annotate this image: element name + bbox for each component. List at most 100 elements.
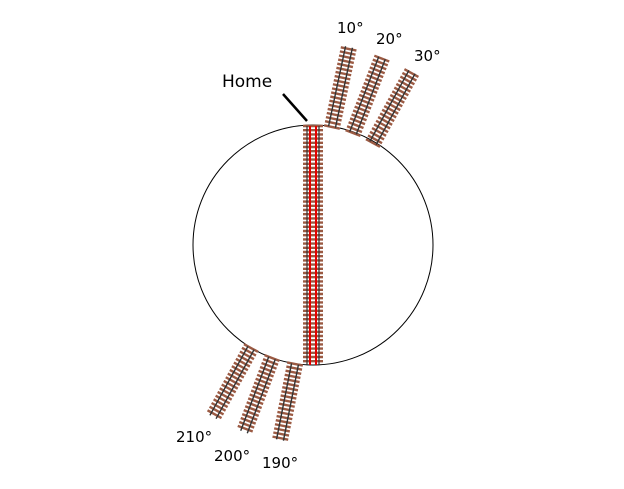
track-tie bbox=[264, 354, 280, 362]
track-tie bbox=[367, 70, 384, 79]
track-tie bbox=[349, 117, 366, 126]
track-tie bbox=[337, 58, 355, 65]
track-tie bbox=[379, 112, 395, 123]
track-tie bbox=[213, 398, 229, 409]
track-rail bbox=[246, 358, 276, 434]
track-tie bbox=[403, 68, 420, 78]
home-label: Home bbox=[222, 72, 273, 92]
angle-label-30: 30° bbox=[414, 47, 441, 65]
track-tie bbox=[363, 81, 380, 90]
track-tie bbox=[383, 104, 399, 115]
angle-label-190: 190° bbox=[262, 454, 299, 472]
track-tie bbox=[348, 121, 364, 130]
bridge-track bbox=[303, 124, 323, 365]
track-tie bbox=[277, 406, 295, 413]
track-rail bbox=[209, 345, 249, 416]
track-tie bbox=[243, 409, 260, 417]
track-tie bbox=[225, 376, 241, 387]
track-tie bbox=[240, 416, 257, 425]
track-tie bbox=[274, 423, 291, 429]
track-190-deg bbox=[272, 361, 304, 441]
track-200-deg bbox=[237, 354, 280, 434]
track-tie bbox=[337, 62, 354, 69]
track-tie bbox=[250, 389, 267, 398]
track-tie bbox=[352, 109, 369, 118]
track-tie bbox=[276, 414, 293, 421]
track-tie bbox=[367, 134, 383, 145]
track-tie bbox=[285, 369, 302, 375]
track-tie bbox=[331, 87, 348, 93]
track-tie bbox=[284, 373, 301, 380]
track-tie bbox=[338, 54, 355, 60]
track-tie bbox=[370, 62, 387, 71]
track-tie bbox=[397, 79, 413, 90]
track-tie bbox=[217, 390, 233, 401]
track-10-deg bbox=[323, 46, 357, 130]
track-tie bbox=[365, 138, 381, 148]
track-tie bbox=[249, 393, 266, 402]
track-tie bbox=[238, 420, 255, 429]
track-tie bbox=[273, 431, 290, 437]
track-tie bbox=[358, 93, 375, 102]
track-tie bbox=[327, 107, 344, 114]
track-tie bbox=[282, 381, 300, 388]
track-rail bbox=[275, 363, 293, 440]
track-20-deg bbox=[345, 54, 390, 138]
track-tie bbox=[253, 381, 270, 390]
track-30-deg bbox=[365, 68, 420, 148]
track-tie bbox=[399, 75, 415, 86]
track-tie bbox=[361, 85, 378, 94]
track-tie bbox=[330, 91, 348, 97]
track-tie bbox=[227, 372, 243, 383]
track-tie bbox=[231, 365, 247, 375]
track-tie bbox=[393, 86, 409, 97]
turntable-pit-circle bbox=[192, 124, 434, 366]
angle-label-10: 10° bbox=[337, 19, 364, 37]
track-tie bbox=[223, 379, 239, 390]
track-tie bbox=[237, 354, 253, 364]
track-tie bbox=[395, 82, 411, 93]
track-tie bbox=[381, 108, 397, 119]
track-tie bbox=[354, 105, 370, 114]
track-tie bbox=[219, 387, 235, 398]
track-tie bbox=[373, 123, 389, 134]
track-tie bbox=[371, 127, 387, 137]
track-tie bbox=[332, 83, 349, 89]
track-tie bbox=[333, 78, 350, 85]
track-tie bbox=[286, 361, 304, 367]
track-tie bbox=[208, 405, 225, 416]
track-tie bbox=[229, 368, 245, 379]
track-tie bbox=[372, 58, 389, 67]
track-rail bbox=[327, 46, 347, 127]
track-tie bbox=[252, 385, 269, 394]
track-tie bbox=[351, 113, 367, 122]
track-tie bbox=[235, 357, 251, 368]
track-tie bbox=[282, 385, 299, 392]
track-tie bbox=[241, 412, 258, 421]
track-tie bbox=[324, 120, 341, 126]
track-tie bbox=[261, 361, 277, 370]
track-tie bbox=[391, 90, 407, 101]
track-rail bbox=[334, 47, 354, 128]
track-rail bbox=[282, 364, 300, 441]
track-tie bbox=[355, 101, 372, 110]
track-tie bbox=[325, 115, 342, 122]
track-rail bbox=[375, 73, 416, 146]
angle-label-20: 20° bbox=[376, 30, 403, 48]
track-tie bbox=[241, 346, 257, 357]
track-tie bbox=[377, 116, 393, 126]
track-tie bbox=[273, 427, 291, 433]
track-tie bbox=[375, 119, 391, 130]
track-tie bbox=[259, 365, 276, 374]
track-tie bbox=[244, 405, 261, 414]
home-pointer-line bbox=[282, 93, 308, 122]
track-tie bbox=[262, 357, 279, 366]
track-tie bbox=[210, 401, 227, 412]
track-tie bbox=[237, 424, 254, 433]
track-tie bbox=[369, 66, 386, 75]
track-tie bbox=[272, 435, 289, 441]
track-tie bbox=[357, 97, 374, 106]
track-tie bbox=[247, 397, 264, 406]
track-tie bbox=[334, 74, 351, 81]
track-tie bbox=[277, 410, 294, 417]
